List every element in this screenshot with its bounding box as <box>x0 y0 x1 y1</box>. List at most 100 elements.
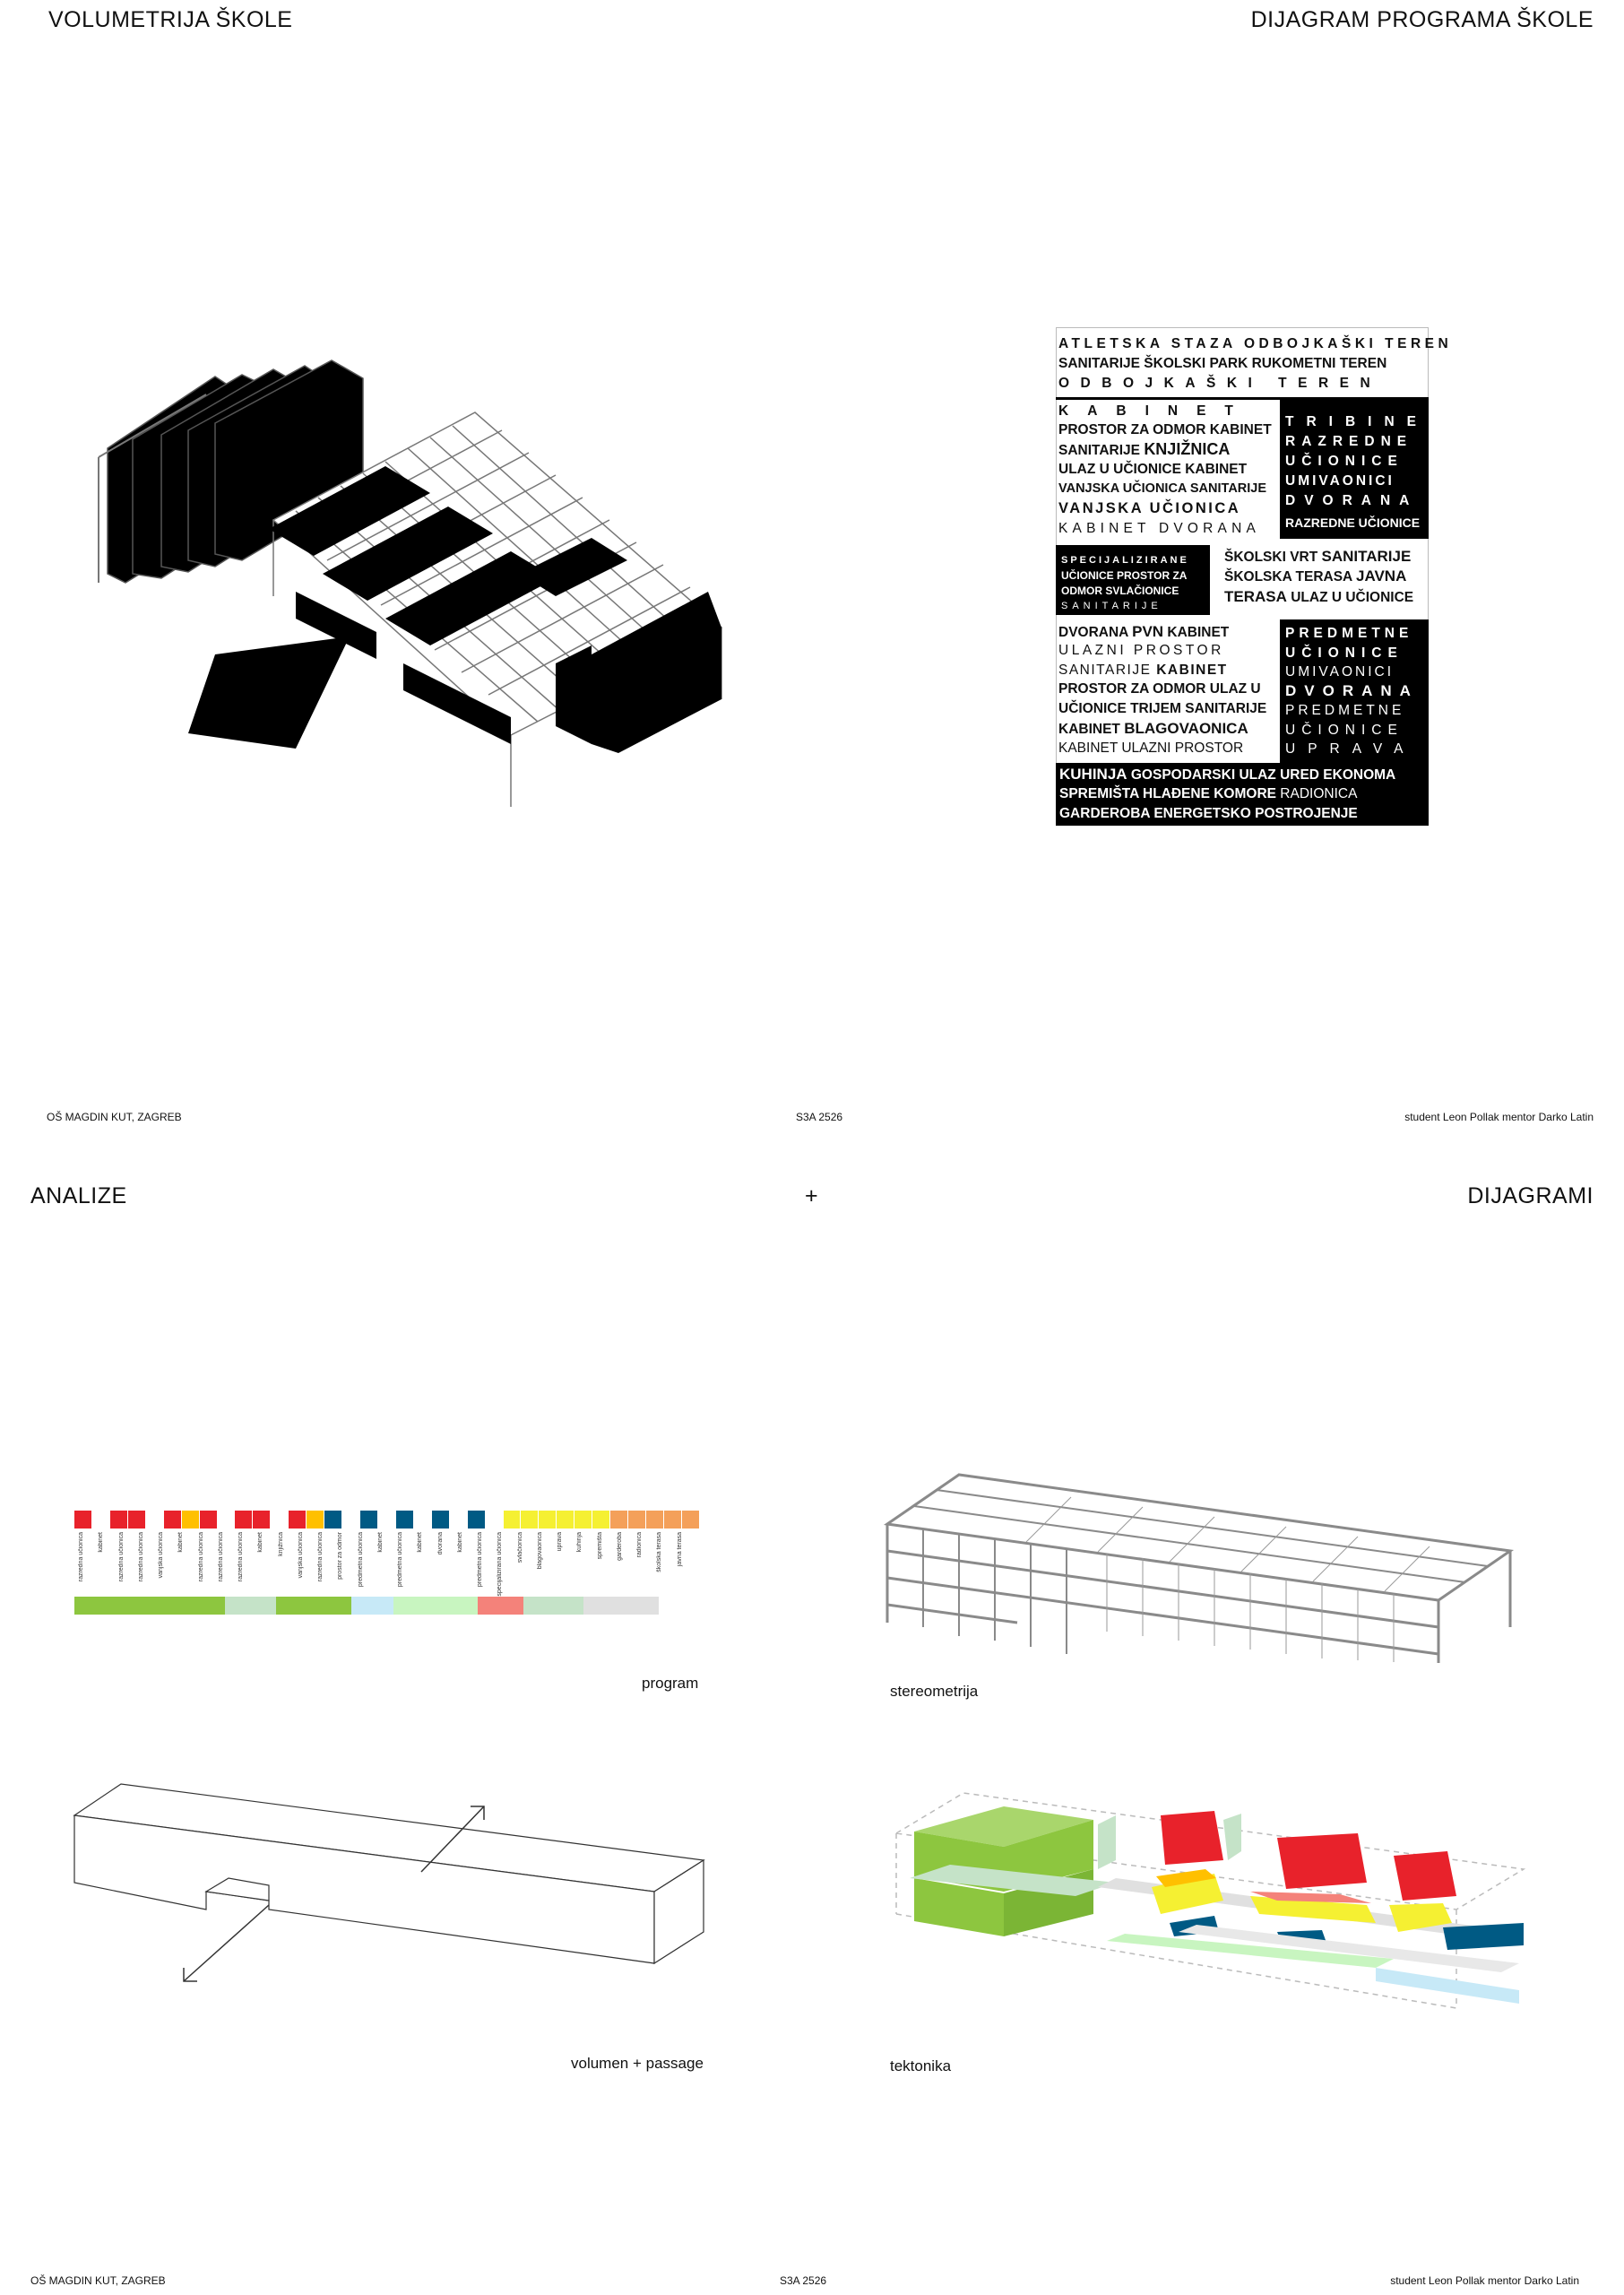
program-cell <box>127 1511 146 1529</box>
black-block-bottom <box>1056 763 1429 826</box>
program-cell <box>681 1511 700 1529</box>
prog-row: UČIONICE TRIJEM SANITARIJE <box>1058 701 1267 716</box>
program-text-diagram: ATLETSKA STAZA ODBOJKAŠKI TEREN SANITARI… <box>1056 327 1448 826</box>
prog-row: KABINET ULAZNI PROSTOR <box>1058 740 1244 756</box>
prog-row: DVORANA <box>1285 493 1419 508</box>
program-label: kabinet <box>376 1532 384 1553</box>
program-group-cell <box>523 1597 583 1615</box>
prog-row: UČIONICE <box>1285 723 1404 738</box>
black-block-lower <box>1280 619 1429 765</box>
program-label: specijalizirana učionica <box>497 1532 504 1597</box>
prog-row: ŠKOLSKI VRT SANITARIJE <box>1224 548 1412 565</box>
prog-row: PREDMETNE <box>1285 703 1405 718</box>
program-cell <box>235 1511 254 1529</box>
program-group-cell <box>276 1597 352 1615</box>
program-label: vanjska učionica <box>158 1532 165 1579</box>
program-label: spremišta <box>596 1532 603 1560</box>
prog-row: SANITARIJE KNJIŽNICA <box>1058 440 1231 458</box>
prog-row: RAZREDNE <box>1285 434 1413 449</box>
program-cell <box>289 1511 307 1529</box>
black-wing <box>107 359 364 584</box>
prog-row: DVORANA <box>1285 682 1419 699</box>
volumetry-title: VOLUMETRIJA ŠKOLE <box>48 7 293 32</box>
program-label: predmetna učionica <box>477 1532 484 1588</box>
program-label: predmetna učionica <box>357 1532 364 1588</box>
prog-row: KABINET BLAGOVAONICA <box>1058 720 1248 737</box>
program-label: razredna učionica <box>238 1532 245 1582</box>
program-label: kabinet <box>417 1532 424 1553</box>
prog-row: UPRAVA <box>1285 741 1416 757</box>
prog-row: UČIONICE PROSTOR ZA <box>1061 569 1188 582</box>
program-label: kuhinja <box>576 1532 583 1553</box>
caption-volume-passage: volumen + passage <box>571 2055 704 2072</box>
prog-row: KABINET DVORANA <box>1058 521 1261 536</box>
prog-row: SANITARIJE ŠKOLSKI PARK RUKOMETNI TEREN <box>1058 356 1387 371</box>
plus-sign: + <box>805 1183 819 1208</box>
program-group-cell <box>393 1597 479 1615</box>
footer-school-2: OŠ MAGDIN KUT, ZAGREB <box>30 2274 166 2287</box>
program-cell <box>271 1511 289 1529</box>
prog-row: GARDEROBA ENERGETSKO POSTROJENJE <box>1059 806 1358 821</box>
analysis-title: ANALIZE <box>30 1183 127 1208</box>
program-cell <box>431 1511 450 1529</box>
program-label: svlačionica <box>516 1532 523 1563</box>
program-group-cell <box>351 1597 394 1615</box>
program-label: kabinet <box>98 1532 105 1553</box>
program-cell <box>485 1511 504 1529</box>
diagrams-title: DIJAGRAMI <box>1467 1183 1594 1208</box>
prog-row: UČIONICE <box>1285 645 1404 661</box>
program-label: vanjska učionica <box>297 1532 304 1579</box>
program-cell <box>413 1511 432 1529</box>
program-label: blagovaonica <box>536 1532 543 1570</box>
program-cell <box>217 1511 236 1529</box>
footer-author: student Leon Pollak mentor Darko Latin <box>1404 1111 1594 1123</box>
prog-row: SANITARIJE <box>1061 601 1162 611</box>
prog-row: ULAZNI PROSTOR <box>1058 643 1224 658</box>
program-group-cell <box>225 1597 277 1615</box>
program-cell <box>253 1511 272 1529</box>
program-label: razredna učionica <box>137 1532 144 1582</box>
program-label: uprava <box>557 1532 564 1552</box>
prog-row: ATLETSKA STAZA ODBOJKAŠKI TEREN <box>1058 336 1453 351</box>
program-cell <box>74 1511 92 1529</box>
prog-row: DVORANA PVN KABINET <box>1058 623 1230 640</box>
prog-row: RAZREDNE UČIONICE <box>1285 515 1421 530</box>
program-label: javna terasa <box>676 1532 683 1567</box>
footer-school: OŠ MAGDIN KUT, ZAGREB <box>47 1111 182 1123</box>
tectonics-drawing <box>894 1792 1526 2009</box>
prog-row: UMIVAONICI <box>1285 664 1394 680</box>
program-cell <box>539 1511 557 1529</box>
school-volumetry-drawing <box>98 359 723 807</box>
prog-row: ODBOJKAŠKI TEREN <box>1058 376 1382 391</box>
program-cell <box>181 1511 200 1529</box>
program-group-cell <box>583 1597 659 1615</box>
program-cell <box>449 1511 468 1529</box>
footer-course: S3A 2526 <box>796 1111 843 1123</box>
footer-course-2: S3A 2526 <box>780 2274 827 2287</box>
program-cell <box>324 1511 343 1529</box>
program-cell <box>395 1511 414 1529</box>
prog-row: TERASA ULAZ U UČIONICE <box>1224 588 1414 605</box>
program-bar-labels: razredna učionica kabinet razredna učionic… <box>74 1532 700 1597</box>
stereometry-drawing <box>883 1473 1515 1663</box>
program-label: radionica <box>636 1532 644 1558</box>
program-label: razredna učionica <box>117 1532 125 1582</box>
program-label: dvorana <box>436 1532 444 1555</box>
program-label: razredna učionica <box>317 1532 324 1582</box>
program-cell <box>503 1511 522 1529</box>
program-cell <box>342 1511 360 1529</box>
program-cell <box>646 1511 664 1529</box>
program-label: predmetna učionica <box>397 1532 404 1588</box>
prog-row: SANITARIJE KABINET <box>1058 663 1228 678</box>
program-label: kabinet <box>257 1532 264 1553</box>
program-group-cell <box>74 1597 226 1615</box>
prog-row: KUHINJA GOSPODARSKI ULAZ URED EKONOMA <box>1059 766 1396 783</box>
program-cell <box>145 1511 164 1529</box>
program-group-cell <box>478 1597 523 1615</box>
prog-row: PROSTOR ZA ODMOR KABINET <box>1058 422 1272 437</box>
caption-stereometry: stereometrija <box>890 1683 979 1700</box>
caption-tectonics: tektonika <box>890 2057 952 2074</box>
program-label: razredna učionica <box>197 1532 204 1582</box>
program-cell <box>199 1511 218 1529</box>
program-label: kabinet <box>456 1532 463 1553</box>
